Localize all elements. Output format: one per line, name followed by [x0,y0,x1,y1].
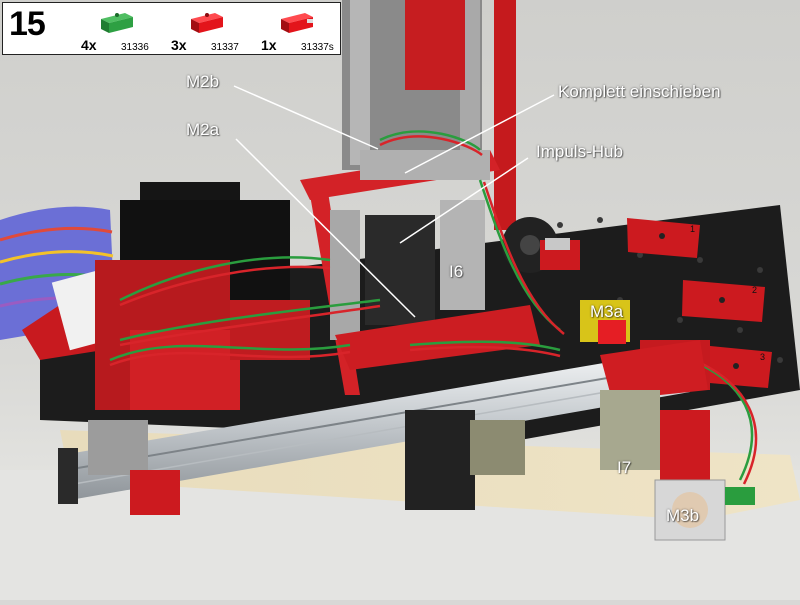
plate-marker-3: 3 [760,352,765,362]
gray-tower [342,0,516,230]
parts-legend: 15 4x 31336 3x 31337 [2,2,341,55]
part-item-31336: 4x 31336 [81,3,161,56]
leader-lines [233,85,555,318]
green-building-block-icon [101,13,133,33]
part-count: 3x [171,37,187,53]
red-building-block-icon [281,13,313,33]
step-number: 15 [9,5,46,43]
plate-marker-1: 1 [690,224,695,234]
callout-impuls-hub: Impuls-Hub [536,142,623,161]
callout-komplett-einschieben: Komplett einschieben [558,82,721,101]
callout-m2b: M2b [186,72,220,91]
part-item-31337: 3x 31337 [171,3,251,56]
marker-plates: 1 2 3 [627,218,772,388]
part-item-31337s: 1x 31337s [261,3,341,56]
i7-block [600,390,660,470]
wires [109,130,758,485]
part-code: 31337 [211,42,239,53]
callout-i7: I7 [617,458,632,477]
part-code: 31336 [121,42,149,53]
callout-m2a: M2a [186,120,220,139]
part-count: 1x [261,37,277,53]
callout-m3a: M3a [590,302,624,321]
plate-marker-2: 2 [752,285,757,295]
callout-i6: I6 [449,262,464,281]
callout-m3b: M3b [666,506,700,525]
red-building-block-icon [191,13,223,33]
aluminum-rail [58,340,708,504]
part-count: 4x [81,37,97,53]
part-code: 31337s [301,42,334,53]
